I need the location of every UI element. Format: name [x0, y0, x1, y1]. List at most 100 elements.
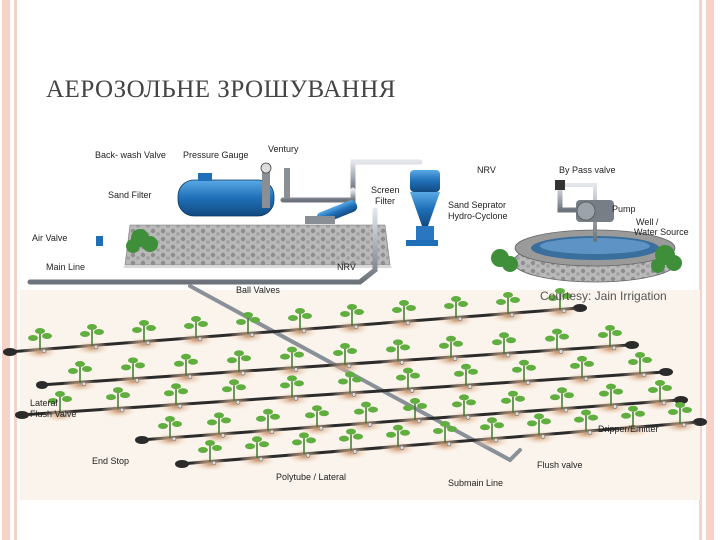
soil-patch [539, 345, 575, 360]
plant-leaf [503, 292, 513, 298]
dripper-emitter [61, 411, 67, 417]
dripper-emitter [634, 426, 640, 432]
label-hydro-cyclone: Hydro-Cyclone [448, 211, 508, 221]
plant-leaf [113, 387, 123, 394]
plant-leaf [172, 421, 182, 427]
label-lateral-flush-1: Lateral [30, 398, 58, 408]
plant-leaf [494, 422, 504, 429]
plant-leaf [621, 412, 631, 419]
label-main-line: Main Line [46, 262, 85, 272]
dripper-emitter [258, 456, 264, 462]
dripper-emitter [611, 345, 617, 351]
plant-leaf [606, 383, 616, 390]
soil-patch [446, 411, 482, 426]
plant-leaf [132, 327, 142, 333]
soil-patch [642, 397, 678, 411]
plant-leaf [333, 350, 343, 356]
plant-leaf [400, 344, 410, 351]
screen-filter-unit [305, 200, 358, 224]
plant-leaf [280, 353, 290, 360]
plant-leaf [121, 364, 131, 371]
dripper-emitter [409, 388, 415, 393]
soil-patch [115, 374, 151, 389]
plant-leaf [256, 415, 266, 422]
soil-patch [274, 363, 310, 378]
plant-leaf [417, 403, 427, 409]
label-end-stop: End Stop [92, 456, 129, 466]
soil-patch [250, 425, 286, 440]
diagram-credit: Courtesy: Jain Irrigation [540, 289, 667, 303]
dripper-emitter [558, 349, 564, 354]
dripper-emitter [197, 336, 203, 342]
plant-leaf [559, 333, 569, 340]
plant-leaf [541, 418, 551, 425]
plant-leaf [492, 339, 502, 346]
dripper-emitter [587, 430, 593, 435]
dripper-emitter [681, 422, 687, 428]
plant-leaf [68, 368, 78, 374]
plant-leaf [612, 330, 622, 336]
plant-leaf [354, 408, 364, 415]
soil-patch [62, 378, 98, 392]
dripper-emitter [235, 400, 241, 405]
dripper-emitter [446, 441, 452, 447]
dripper-emitter [540, 434, 546, 439]
plant-leaf [605, 325, 615, 331]
label-polytube: Polytube / Lateral [276, 472, 346, 482]
plant-leaf [635, 352, 645, 358]
plant-leaf [353, 433, 363, 440]
plant-leaf [35, 328, 45, 334]
crop-plants [22, 288, 698, 471]
soil-patch [158, 400, 194, 415]
plant-leaf [270, 413, 280, 420]
dripper-emitter [346, 363, 352, 369]
plant-leaf [354, 309, 364, 315]
plant-leaf [229, 379, 239, 386]
plant-leaf [526, 364, 536, 371]
plant-leaf [294, 351, 304, 358]
soil-patch [490, 309, 526, 323]
dripper-emitter [525, 380, 531, 386]
plant-leaf [171, 383, 181, 390]
plant-leaf [205, 440, 215, 446]
soil-patch [495, 407, 531, 422]
dripper-emitter [171, 436, 177, 442]
plant-leaf [510, 297, 520, 303]
label-bypass-valve: By Pass valve [559, 165, 616, 175]
soil-patch [386, 317, 422, 331]
plant-leaf [562, 293, 572, 299]
soil-patch [544, 404, 580, 419]
plant-leaf [550, 394, 560, 401]
plant-leaf [120, 392, 130, 399]
plant-leaf [454, 370, 464, 377]
dripper-emitter [353, 324, 359, 330]
air-valve-icon [96, 236, 103, 246]
dripper-emitter [249, 332, 255, 338]
dripper-emitter [41, 348, 47, 354]
slide-title: АЕРОЗОЛЬНЕ ЗРОШУВАННЯ [46, 76, 396, 103]
soil-patch [274, 392, 310, 407]
dripper-emitter [211, 460, 217, 466]
pressure-gauge-icon [260, 162, 272, 174]
plant-leaf [241, 355, 251, 362]
main-pipes [27, 159, 603, 285]
soil-patch [380, 441, 416, 456]
plant-leaf [184, 323, 194, 329]
dripper-emitter [119, 407, 125, 413]
soil-patch [593, 400, 629, 415]
plant-leaf [433, 428, 443, 434]
plant-leaf [306, 437, 316, 444]
plant-leaf [227, 357, 237, 364]
plant-leaf [48, 398, 58, 404]
plant-leaf [87, 324, 97, 330]
plant-leaf [263, 408, 273, 415]
soil-patch [564, 372, 600, 387]
plant-leaf [236, 384, 246, 391]
plant-leaf [82, 366, 92, 372]
plant-leaf [236, 319, 246, 325]
plant-leaf [299, 432, 309, 439]
soil-patch [282, 325, 318, 339]
plant-leaf [174, 360, 184, 367]
label-submain: Submain Line [448, 478, 503, 488]
pump-unit [555, 180, 614, 222]
